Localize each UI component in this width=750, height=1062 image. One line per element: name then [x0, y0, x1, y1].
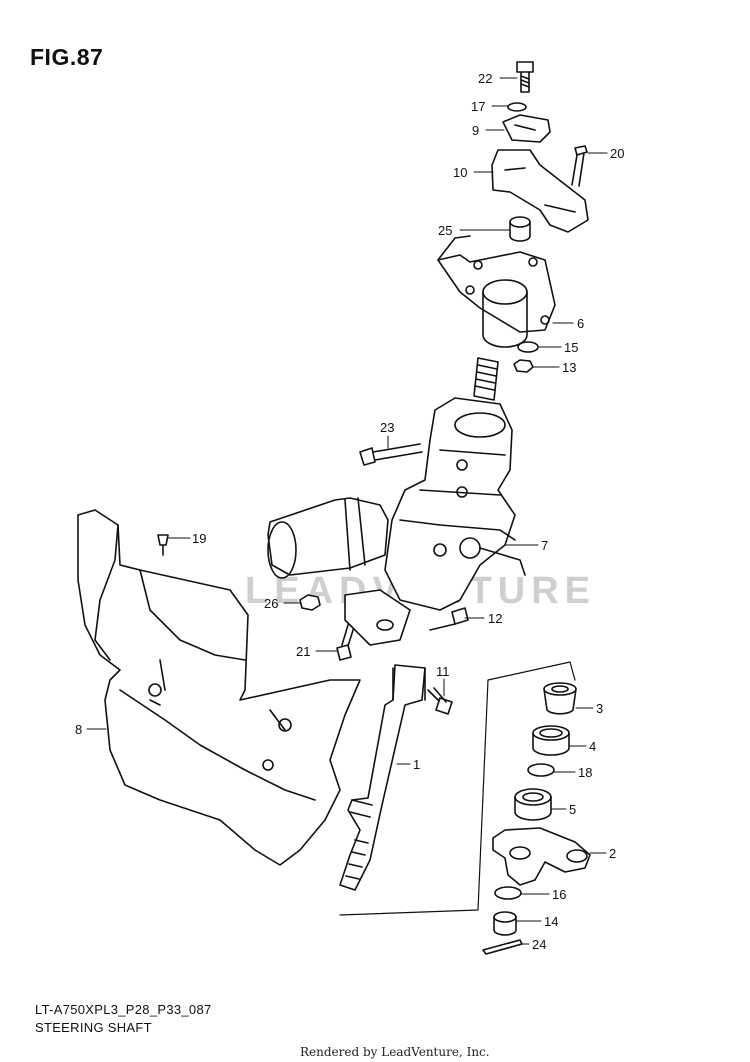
mounting-foot-part	[344, 589, 411, 646]
washer-17-part[interactable]	[507, 102, 527, 112]
figure-title: FIG.87	[30, 44, 104, 70]
callout-4[interactable]: 4	[589, 739, 596, 754]
bolt-20-part[interactable]	[571, 145, 588, 187]
power-steering-unit-7-part[interactable]	[384, 397, 526, 611]
leader-lines	[86, 77, 608, 945]
callout-26[interactable]: 26	[264, 596, 278, 611]
steering-shaft-1-part[interactable]	[339, 664, 426, 891]
callout-9[interactable]: 9	[472, 123, 479, 138]
bolt-23-part[interactable]	[359, 443, 423, 466]
guard-8-part[interactable]	[77, 509, 361, 866]
bearing-4-part[interactable]	[532, 725, 570, 756]
callout-11[interactable]: 11	[436, 664, 450, 679]
callout-17[interactable]: 17	[471, 99, 485, 114]
callout-2[interactable]: 2	[609, 846, 616, 861]
callout-15[interactable]: 15	[564, 340, 578, 355]
model-code: LT-A750XPL3_P28_P33_087	[35, 1002, 212, 1017]
callout-19[interactable]: 19	[192, 531, 206, 546]
callout-12[interactable]: 12	[488, 611, 502, 626]
bracket-10-part[interactable]	[491, 149, 589, 233]
bolt-22-part[interactable]	[516, 61, 534, 93]
cotter-pin-24-part[interactable]	[482, 939, 523, 955]
clamp-9-part[interactable]	[502, 114, 551, 143]
callout-1[interactable]: 1	[413, 757, 420, 772]
spacer-3-part[interactable]	[543, 682, 577, 715]
clip-19-part[interactable]	[157, 534, 169, 556]
callout-21[interactable]: 21	[296, 644, 310, 659]
callout-13[interactable]: 13	[562, 360, 576, 375]
bolt-21-part[interactable]	[336, 624, 355, 661]
callout-5[interactable]: 5	[569, 802, 576, 817]
washer-15-part[interactable]	[517, 341, 539, 353]
callout-labels: 22 17 9 20 10 25 6 15 13 23 19 7 26 12 2…	[75, 71, 624, 952]
callout-24[interactable]: 24	[532, 937, 546, 952]
callout-20[interactable]: 20	[610, 146, 624, 161]
seal-5-part[interactable]	[514, 788, 552, 821]
callout-10[interactable]: 10	[453, 165, 467, 180]
callout-25[interactable]: 25	[438, 223, 452, 238]
nut-13-part[interactable]	[513, 359, 534, 373]
pitman-arm-2-part[interactable]	[492, 827, 591, 886]
callout-16[interactable]: 16	[552, 887, 566, 902]
callout-23[interactable]: 23	[380, 420, 394, 435]
bracket-outline	[339, 661, 576, 916]
snap-ring-18-part[interactable]	[527, 763, 555, 777]
callout-22[interactable]: 22	[478, 71, 492, 86]
callout-8[interactable]: 8	[75, 722, 82, 737]
assist-motor-part	[267, 497, 389, 579]
bushing-25-part[interactable]	[509, 216, 531, 242]
bolt-12-part[interactable]	[429, 607, 469, 631]
callout-7[interactable]: 7	[541, 538, 548, 553]
callout-14[interactable]: 14	[544, 914, 558, 929]
rendered-by-credit: Rendered by LeadVenture, Inc.	[300, 1045, 490, 1059]
callout-3[interactable]: 3	[596, 701, 603, 716]
nut-26-part[interactable]	[299, 594, 321, 611]
bolt-11-part[interactable]	[427, 687, 453, 715]
upper-spline-part	[473, 357, 499, 401]
callout-6[interactable]: 6	[577, 316, 584, 331]
callout-18[interactable]: 18	[578, 765, 592, 780]
washer-16-part[interactable]	[494, 886, 522, 900]
assembly-name: STEERING SHAFT	[35, 1020, 152, 1035]
steering-plate-6-part[interactable]	[437, 235, 556, 348]
castle-nut-14-part[interactable]	[493, 911, 517, 936]
